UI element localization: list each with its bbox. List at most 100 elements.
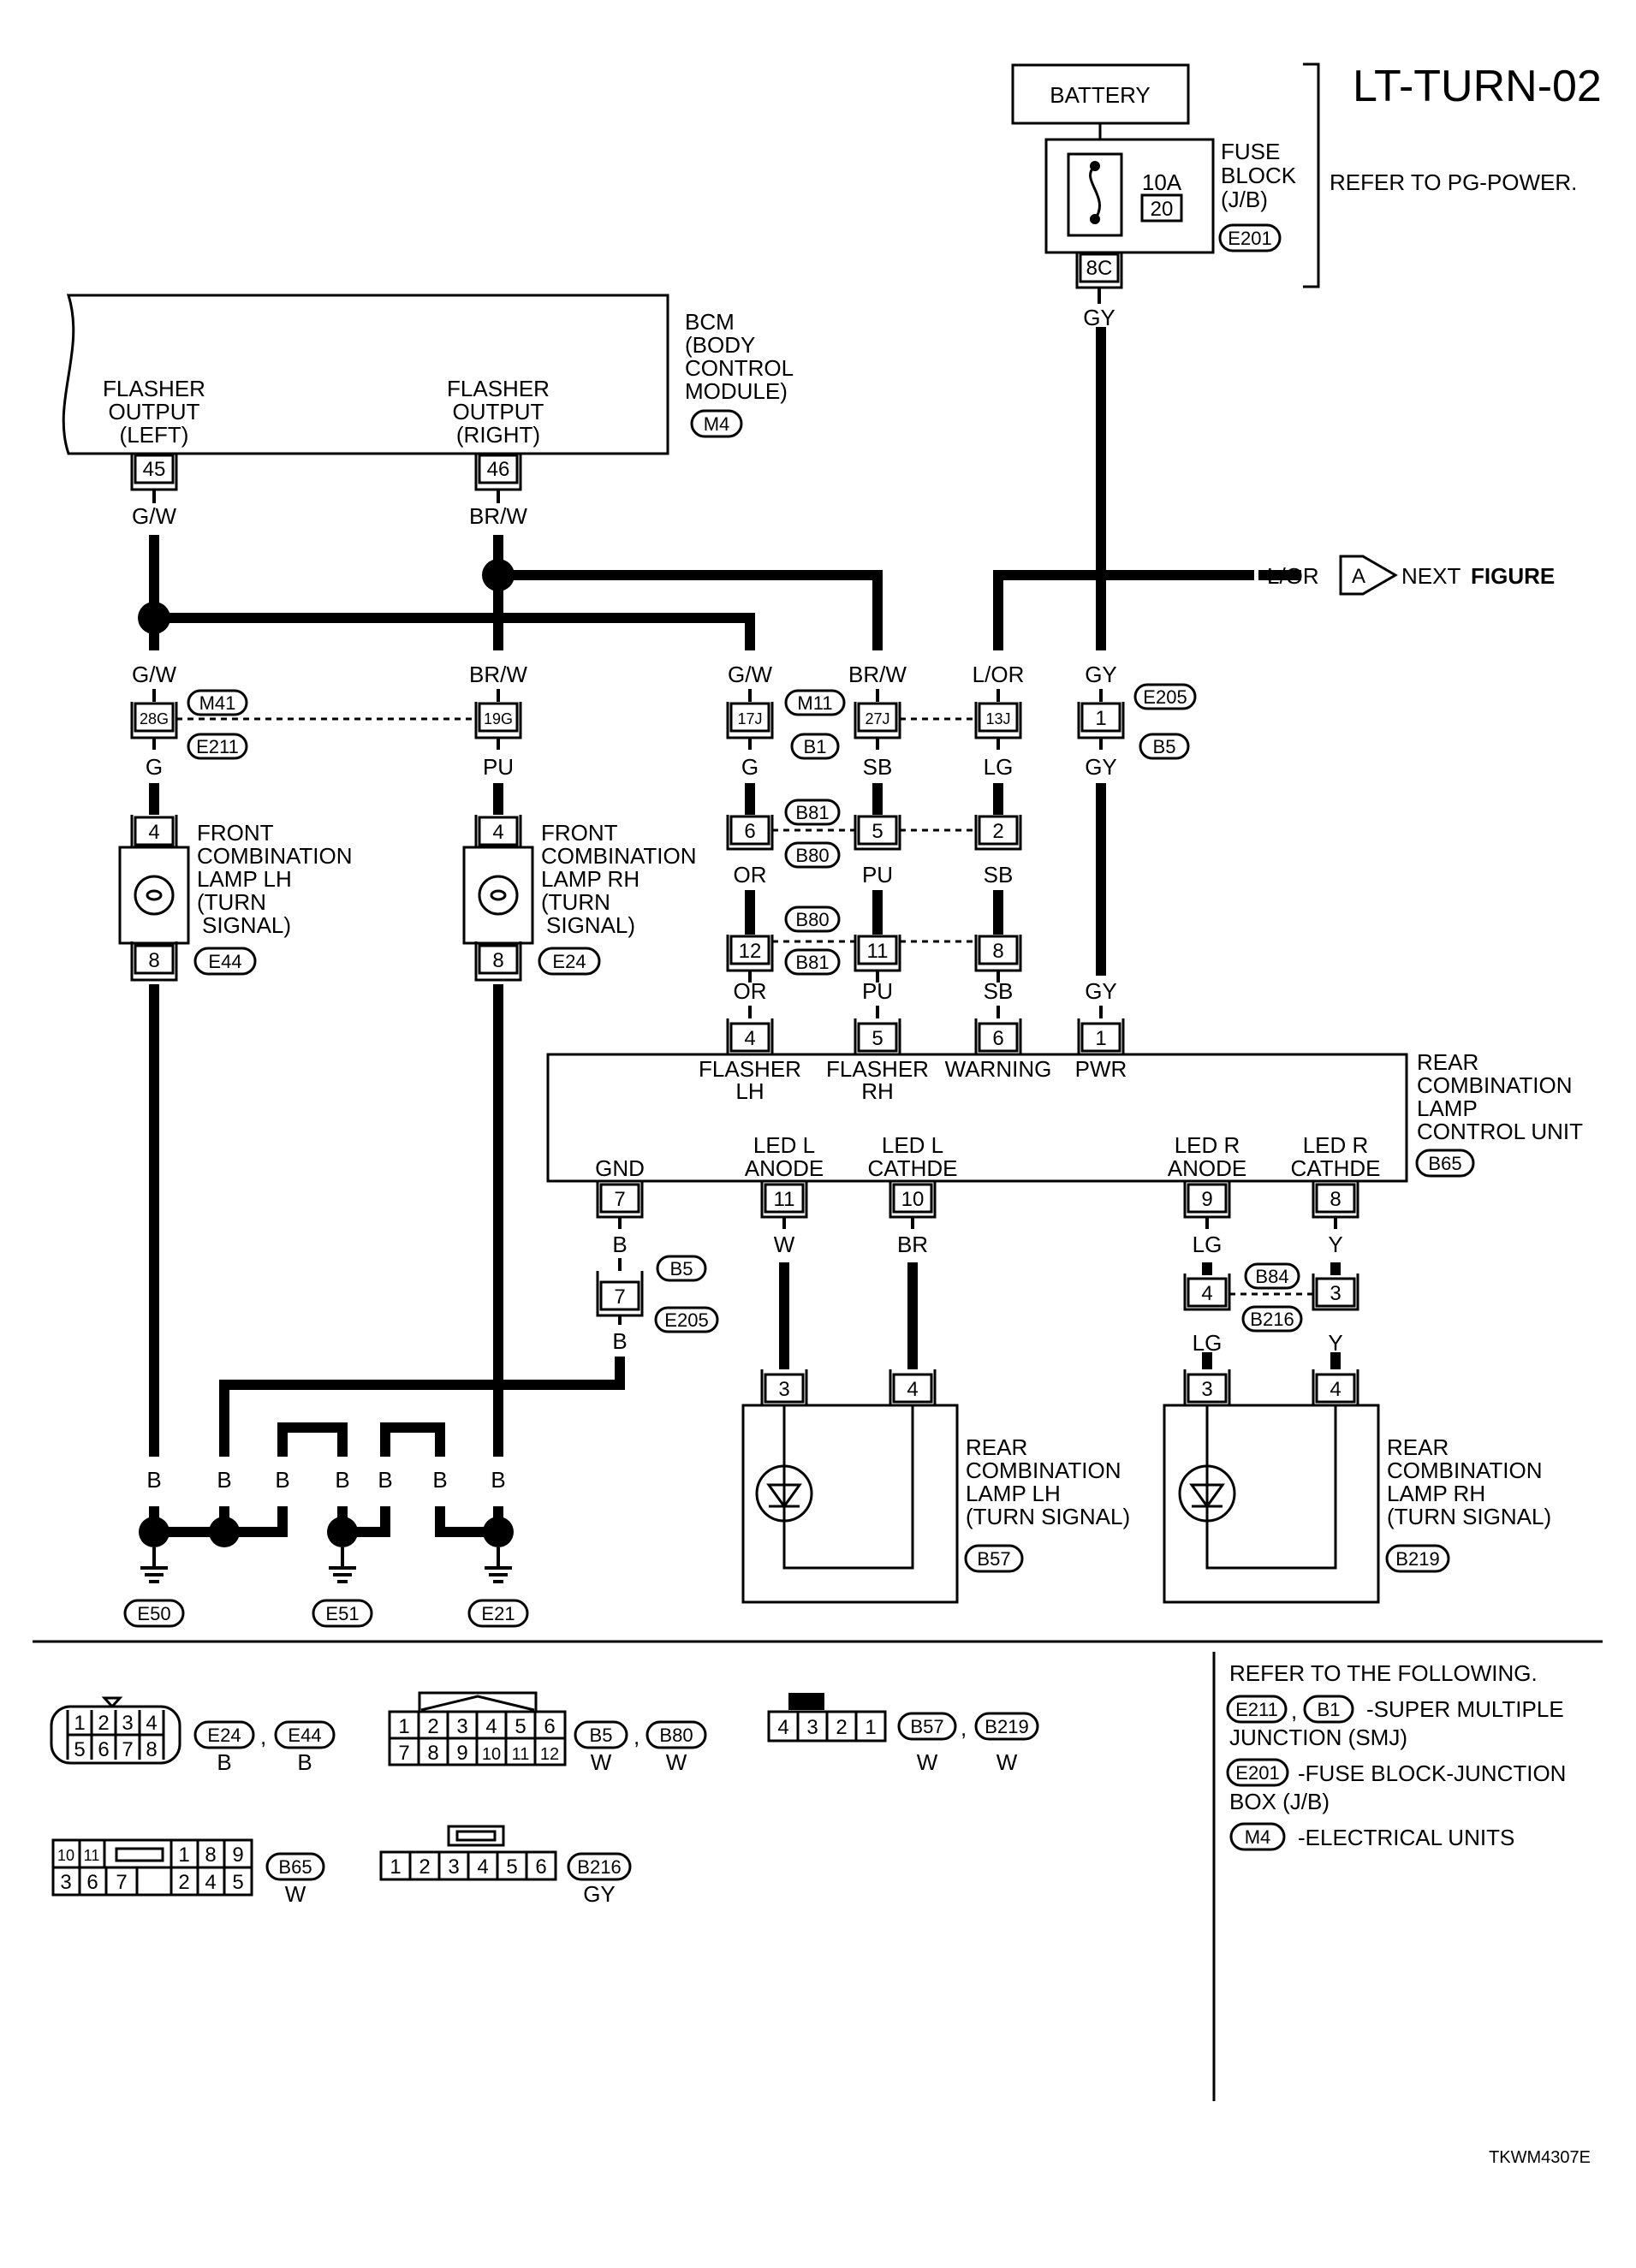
fuse-terminal-bottom xyxy=(1090,214,1100,224)
badge-b5-text: B5 xyxy=(1153,736,1176,757)
c5-badge-b216 xyxy=(567,1852,632,1881)
front-lh-l1: FRONT xyxy=(197,820,274,846)
connector-e24-e44-face xyxy=(50,1696,181,1765)
refer-m4: M4 xyxy=(1245,1826,1271,1848)
joint-b80-8: 8 xyxy=(992,940,1003,963)
fuse-holder xyxy=(1067,152,1123,237)
wire-color-brw-3: BR/W xyxy=(848,662,907,687)
ground-label-gap xyxy=(137,1493,514,1505)
ground-e51-badge xyxy=(312,1599,373,1628)
c2-id-b5: B5 xyxy=(590,1725,613,1746)
rear-rh-pin-3: 3 xyxy=(1201,1378,1212,1401)
c3-comma: , xyxy=(961,1715,967,1741)
front-rh-l5: SIGNAL) xyxy=(546,912,635,938)
c4-pin-8: 8 xyxy=(205,1843,216,1867)
bcm-left-l1: FLASHER xyxy=(103,376,205,401)
front-lamp-lh xyxy=(118,815,190,982)
c4-pin-4: 4 xyxy=(205,1871,216,1894)
c2-badge-b80 xyxy=(645,1720,707,1749)
c2-pin-6: 6 xyxy=(544,1715,555,1738)
figure-code: TKWM4307E xyxy=(1489,2148,1591,2167)
c1-color-e44: B xyxy=(297,1749,312,1775)
fuse-block-label-1: FUSE xyxy=(1221,139,1280,164)
c1-pin-2: 2 xyxy=(98,1712,109,1735)
c1-pin-3: 3 xyxy=(122,1712,133,1735)
bcm-pin-45-label: 45 xyxy=(143,458,166,481)
c1-pin-8: 8 xyxy=(146,1738,157,1761)
c2-pin-12: 12 xyxy=(540,1745,559,1764)
wire-color-sb-1: SB xyxy=(863,754,893,780)
c4-color-b65: W xyxy=(285,1881,306,1907)
refer-b1: B1 xyxy=(1318,1699,1341,1720)
wire-color-gw-2: G/W xyxy=(132,662,176,687)
joint-b81-6: 6 xyxy=(744,820,755,843)
c5-pin-2: 2 xyxy=(419,1855,430,1879)
badge-m41 xyxy=(187,689,248,716)
rear-lamp-wiring xyxy=(779,1262,1341,1369)
refer-e211: E211 xyxy=(1235,1699,1278,1720)
connector-b216-face xyxy=(379,1825,557,1881)
badge-e205-gnd-text: E205 xyxy=(664,1309,708,1331)
rclu-input-stubs xyxy=(726,971,1125,1056)
wire-color-g-2: G xyxy=(741,754,759,780)
splice-brw xyxy=(482,559,515,591)
c4-pin-6: 6 xyxy=(86,1871,98,1894)
refer-bracket xyxy=(1303,62,1320,288)
rclu-label-3: LAMP xyxy=(1417,1095,1478,1121)
joint-b80-12: 12 xyxy=(739,940,762,963)
badge-b65-text: B65 xyxy=(1428,1153,1461,1174)
c3-pin-2: 2 xyxy=(836,1716,847,1739)
c4-pin-9: 9 xyxy=(232,1843,243,1867)
badge-e44 xyxy=(193,947,257,976)
ground-e51: E51 xyxy=(325,1603,359,1624)
wire-color-gy-3: GY xyxy=(1085,754,1117,780)
joint-1: 1 xyxy=(1095,707,1106,730)
c3-color-b219: W xyxy=(996,1749,1018,1775)
rear-lh-pin-3: 3 xyxy=(778,1378,789,1401)
fuse-number-box xyxy=(1140,193,1183,223)
wire-color-brw-1: BR/W xyxy=(469,503,527,529)
connector-b57-b219-face xyxy=(767,1693,887,1743)
front-lh-pin-4: 4 xyxy=(148,821,159,844)
refer-comma: , xyxy=(1291,1698,1297,1724)
rclu-label-4: CONTROL UNIT xyxy=(1417,1119,1583,1144)
wire-color-lor-next: L/OR xyxy=(1267,563,1319,589)
bcm-label-4: MODULE) xyxy=(685,378,788,404)
joint-13j: 13J xyxy=(985,710,1010,727)
rclu-flasher-lh-2: LH xyxy=(735,1078,764,1104)
badge-b1-text: B1 xyxy=(804,736,827,757)
badge-e211 xyxy=(187,733,248,760)
bcm-right-l2: OUTPUT xyxy=(453,399,544,425)
c3-pin-3: 3 xyxy=(806,1716,818,1739)
front-lh-l5: SIGNAL) xyxy=(202,912,291,938)
wire-color-y-2: Y xyxy=(1328,1330,1342,1356)
fuse-terminal-label: 8C xyxy=(1086,257,1113,280)
rear-rh-l4: (TURN SIGNAL) xyxy=(1387,1504,1551,1529)
fuse-connector-badge xyxy=(1218,223,1282,252)
c2-pin-5: 5 xyxy=(515,1715,526,1738)
ground-wire-b-2: B xyxy=(217,1467,231,1493)
rclu-pin-7: 7 xyxy=(614,1188,625,1211)
badge-e205-gnd xyxy=(654,1306,719,1333)
badge-b80-a xyxy=(784,841,841,869)
wire-color-gy-top: GY xyxy=(1083,305,1115,330)
rclu-led-l-cathode-2: CATHDE xyxy=(868,1155,958,1181)
badge-b80-b xyxy=(784,905,841,933)
rclu-pin-8: 8 xyxy=(1330,1188,1341,1211)
badge-m11 xyxy=(784,689,846,716)
badge-e24 xyxy=(538,947,601,976)
rclu-pin-5: 5 xyxy=(872,1027,883,1050)
c4-id-b65: B65 xyxy=(278,1856,312,1878)
c1-pin-6: 6 xyxy=(98,1738,109,1761)
ground-wire-b-1: B xyxy=(146,1467,161,1493)
joint-17j: 17J xyxy=(737,710,762,727)
c2-pin-4: 4 xyxy=(485,1715,497,1738)
c5-pin-5: 5 xyxy=(506,1855,517,1879)
connector-b5-b80-face xyxy=(388,1691,567,1766)
front-rh-l2: COMBINATION xyxy=(541,843,697,869)
refer-badge-b1 xyxy=(1303,1695,1354,1724)
badge-e205 xyxy=(1133,683,1197,710)
rear-lh-l2: COMBINATION xyxy=(966,1458,1121,1483)
rclu-flasher-lh-1: FLASHER xyxy=(699,1056,801,1082)
